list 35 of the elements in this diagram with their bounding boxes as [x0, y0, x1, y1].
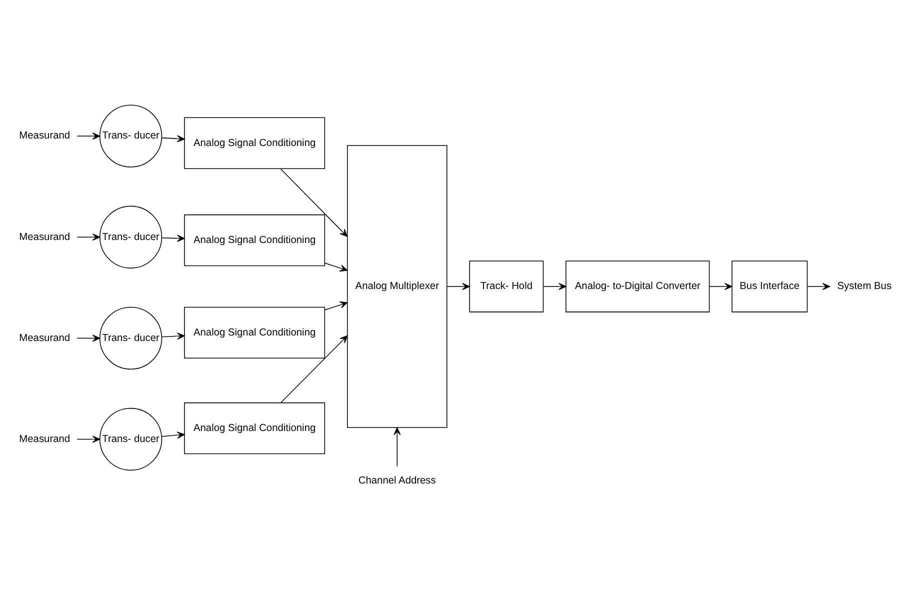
arrow — [161, 332, 185, 340]
node-text: Measurand — [19, 231, 70, 242]
arrow — [76, 334, 100, 342]
node-text: Channel Address — [358, 474, 436, 486]
node-circle: Trans- ducer — [99, 407, 162, 470]
arrow — [76, 233, 100, 240]
node-box: Analog- to-Digital Converter — [566, 260, 710, 312]
node-box: Bus Interface — [732, 260, 808, 312]
node-text: Measurand — [19, 332, 70, 344]
arrow — [161, 234, 185, 242]
arrow — [542, 282, 566, 290]
node-text: Measurand — [19, 130, 70, 142]
arrow — [806, 282, 830, 290]
node-box: Analog Signal Conditioning — [184, 116, 326, 168]
arrow — [708, 282, 732, 290]
node-box: Analog Signal Conditioning — [184, 402, 326, 454]
arrow — [280, 168, 348, 236]
node-box: Analog Signal Conditioning — [184, 214, 326, 266]
arrow — [161, 134, 185, 142]
arrow — [161, 431, 185, 438]
arrow — [324, 300, 348, 310]
node-box: Analog Multiplexer — [347, 144, 448, 428]
node-circle: Trans- ducer — [99, 104, 162, 167]
arrow — [446, 282, 470, 290]
node-box: Track- Hold — [469, 260, 544, 312]
arrow — [76, 435, 100, 442]
node-box: Analog Signal Conditioning — [184, 306, 326, 358]
arrow — [324, 262, 348, 272]
node-text: System Bus — [837, 280, 892, 292]
arrow — [280, 334, 348, 402]
node-text: Measurand — [19, 433, 70, 444]
node-circle: Trans- ducer — [99, 306, 162, 370]
arrow — [394, 426, 401, 466]
arrow — [76, 132, 100, 140]
node-circle: Trans- ducer — [99, 205, 162, 268]
